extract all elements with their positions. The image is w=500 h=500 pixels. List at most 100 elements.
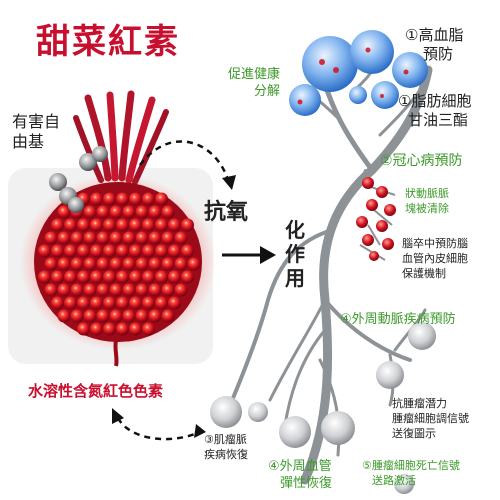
stroke-line2: 血管內皮細胞 bbox=[402, 252, 468, 265]
beet-bead bbox=[148, 257, 162, 271]
action-char-3: 用 bbox=[285, 266, 305, 290]
beet-bead bbox=[51, 270, 64, 284]
beet-bead bbox=[148, 231, 162, 245]
beet-bead bbox=[51, 296, 64, 310]
dashed-arrow-bottom-head-left bbox=[112, 408, 124, 424]
hyperlipidemia-line1: ①高血脂 bbox=[405, 26, 464, 44]
beet-bead bbox=[168, 218, 181, 232]
beet-bead bbox=[70, 283, 84, 297]
beet-bead bbox=[142, 270, 155, 284]
free-radical-label: 有害自 由基 bbox=[12, 112, 60, 152]
beet-bead bbox=[148, 205, 162, 219]
beet-bead bbox=[129, 192, 142, 206]
beet-bead bbox=[129, 218, 142, 232]
stroke-line1: 腦卒中預防腦 bbox=[402, 237, 468, 250]
vascular-elasticity-label: ④外周血管 彈性恢復 bbox=[268, 458, 332, 492]
dashed-arrow-top-head bbox=[222, 175, 236, 190]
beet-bead bbox=[161, 309, 175, 323]
vascular-elasticity-line1: ④外周血管 bbox=[268, 459, 332, 474]
beet-bead bbox=[122, 257, 136, 271]
red-molecule-nodes bbox=[356, 177, 396, 261]
beet-bead bbox=[109, 231, 123, 245]
beet-bead bbox=[155, 218, 168, 232]
beet-bead bbox=[83, 231, 97, 245]
beet-bead bbox=[103, 192, 116, 206]
beet-bead bbox=[142, 322, 155, 336]
beet-bead bbox=[168, 296, 181, 310]
beet-bead bbox=[142, 244, 155, 258]
promote-break-label: 促進健康 分解 bbox=[228, 66, 280, 100]
beet-bead bbox=[135, 309, 149, 323]
beet-bead bbox=[181, 270, 194, 284]
beet-bead bbox=[116, 218, 129, 232]
heart-disease-label: ②冠心病預防 bbox=[380, 153, 463, 169]
beet-bead bbox=[96, 205, 110, 219]
muscle-recovery-line1: ③肌瘤脈 bbox=[204, 433, 247, 446]
beet-bead bbox=[142, 192, 155, 206]
beet-bead bbox=[70, 231, 84, 245]
hyperlipidemia-label: ①高血脂 預防 bbox=[405, 26, 463, 64]
beet-bead bbox=[57, 283, 71, 297]
beet-bead bbox=[142, 296, 155, 310]
free-radical-molecules bbox=[49, 146, 108, 213]
blue-fat-cells bbox=[289, 30, 428, 116]
beet-bead bbox=[96, 257, 110, 271]
beet-bead bbox=[51, 218, 64, 232]
beet-bead bbox=[103, 296, 116, 310]
beet-bead bbox=[64, 296, 77, 310]
beet-bead bbox=[129, 270, 142, 284]
beet-bead bbox=[38, 270, 51, 284]
beet-bead bbox=[103, 244, 116, 258]
beet-bead bbox=[148, 283, 162, 297]
beet-bead bbox=[90, 244, 103, 258]
beet-bead bbox=[96, 231, 110, 245]
pad-label: ④外周動脈疾病預防 bbox=[340, 312, 456, 327]
solid-arrow-head bbox=[260, 246, 276, 264]
muscle-recovery-label: ③肌瘤脈 疾病恢復 bbox=[204, 432, 248, 462]
free-radical-line1: 有害自 bbox=[12, 112, 61, 131]
plaque-line2: 塊被清除 bbox=[405, 202, 449, 215]
fat-cells-line2: 甘油三酯 bbox=[408, 111, 469, 129]
beet-bead bbox=[135, 283, 149, 297]
apoptosis-line1: ⑤腫瘤細胞死亡信號 bbox=[362, 459, 460, 472]
beet-bead bbox=[116, 296, 129, 310]
beet-bead bbox=[187, 257, 201, 271]
beet-stems bbox=[73, 90, 169, 185]
beet-bead bbox=[70, 257, 84, 271]
beet-bead bbox=[77, 270, 90, 284]
beet-bead bbox=[155, 270, 168, 284]
beet-bead bbox=[77, 296, 90, 310]
beet-bead bbox=[174, 231, 188, 245]
beet-bead bbox=[103, 270, 116, 284]
beet-bead bbox=[129, 322, 142, 336]
beet-bead bbox=[38, 244, 51, 258]
beet-bead bbox=[116, 192, 129, 206]
stroke-label: 腦卒中預防腦 血管內皮細胞 保護機制 bbox=[402, 236, 468, 281]
beet-bead bbox=[116, 322, 129, 336]
muscle-recovery-line2: 疾病恢復 bbox=[204, 448, 248, 461]
beet-bead bbox=[64, 244, 77, 258]
gray-cell-clusters bbox=[210, 322, 436, 494]
apoptosis-line2: 送路激活 bbox=[372, 474, 416, 487]
antioxidant-label: 抗氧 bbox=[204, 200, 249, 225]
action-char-2: 作 bbox=[285, 242, 305, 266]
beet-bead bbox=[64, 218, 77, 232]
beet-bead bbox=[122, 309, 136, 323]
action-label: 化 作 用 bbox=[284, 218, 306, 290]
hyperlipidemia-line2: 預防 bbox=[423, 45, 454, 63]
beet-bead bbox=[109, 257, 123, 271]
beet-bead bbox=[57, 257, 71, 271]
beet-bead bbox=[142, 218, 155, 232]
stroke-line3: 保護機制 bbox=[402, 267, 446, 280]
beet-bead bbox=[90, 322, 103, 336]
beet-bead bbox=[90, 218, 103, 232]
beet-bead bbox=[155, 244, 168, 258]
beet-bead bbox=[168, 270, 181, 284]
beet-bead bbox=[77, 218, 90, 232]
beet-bead bbox=[90, 192, 103, 206]
beet-bead bbox=[129, 244, 142, 258]
promote-break-line1: 促進健康 bbox=[228, 67, 281, 82]
beet-bead bbox=[77, 244, 90, 258]
fat-cells-line1: ①脂肪細胞 bbox=[398, 92, 472, 110]
beet-bead bbox=[135, 205, 149, 219]
